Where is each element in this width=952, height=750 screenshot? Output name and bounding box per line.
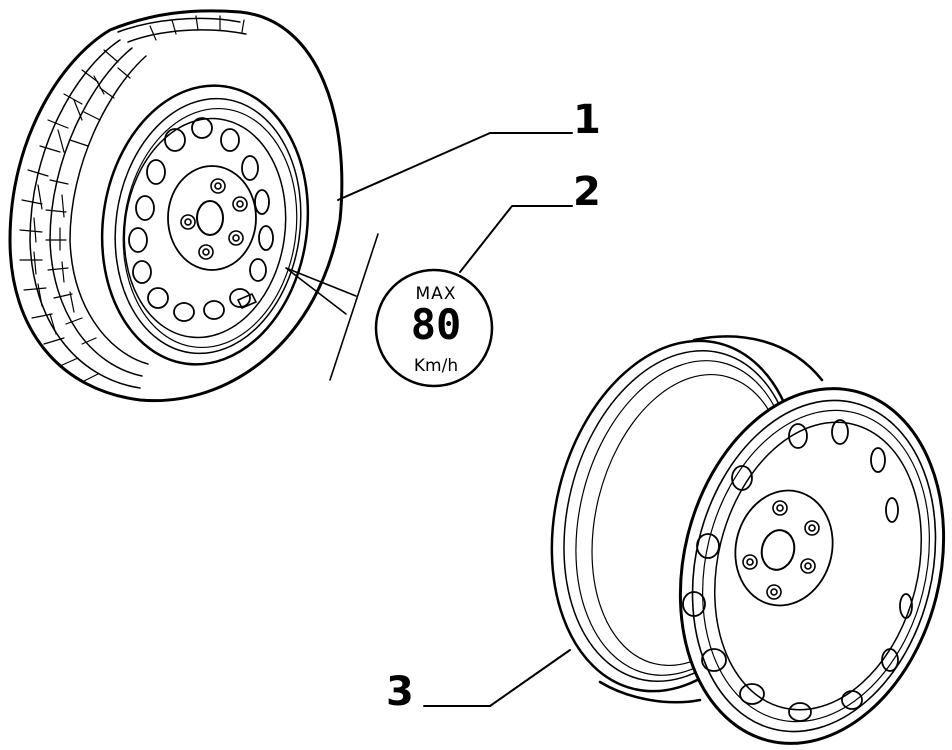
speed-badge-unit: Km/h [413, 356, 459, 376]
valve-stem [237, 293, 257, 309]
label-pointer-lines [285, 267, 357, 315]
tread-ring [127, 29, 247, 43]
rim-outer-edge [100, 84, 310, 366]
leader-line-3 [423, 649, 571, 707]
wheel-bolts [180, 178, 248, 260]
rim-hub-boss [734, 489, 834, 607]
leader-line-1 [337, 132, 573, 201]
ventilation-holes [128, 117, 274, 322]
tread-blocks [19, 15, 245, 383]
speed-badge-value: 80 [410, 300, 462, 349]
complete-wheel-with-tyre [8, 9, 344, 403]
speed-limit-badge [374, 268, 494, 388]
hub-boss [167, 165, 257, 271]
tread-ring [29, 39, 141, 389]
rim-bolt-holes [742, 500, 820, 600]
rim-barrel [598, 680, 702, 704]
rim-disc [713, 421, 923, 711]
disc-face [123, 117, 287, 339]
tread-ring [69, 55, 149, 365]
hub-center-bore [196, 200, 224, 236]
speed-badge-max-label: MAX [415, 284, 457, 304]
leader-line-2 [459, 205, 573, 273]
rim-front-edge [678, 387, 946, 745]
rim-flange [114, 97, 302, 355]
steel-rim [550, 335, 946, 745]
callout-number-2: 2 [573, 169, 601, 215]
cut-line [329, 233, 379, 381]
tread-ring [117, 17, 241, 33]
rim-ventilation-holes [682, 419, 913, 722]
rim-flange-inner [122, 107, 298, 349]
callout-number-1: 1 [573, 97, 601, 143]
rim-front-flange [702, 409, 930, 723]
callout-number-3: 3 [386, 669, 414, 715]
tyre-outline [8, 9, 344, 403]
rim-center-bore [760, 529, 796, 571]
rim-barrel [692, 335, 824, 382]
